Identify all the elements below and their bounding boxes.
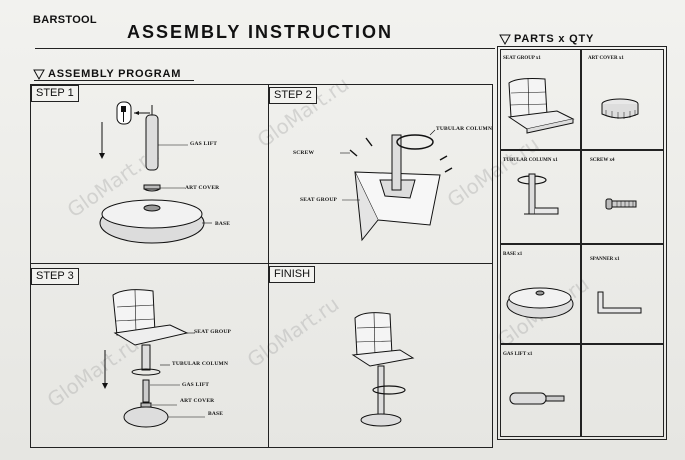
step-1-drawing	[99, 101, 212, 244]
part-cell-empty	[581, 344, 664, 437]
part-cell-spanner	[581, 244, 664, 344]
art-cover-picture	[601, 98, 639, 119]
part-label-base: BASE x1	[503, 252, 523, 257]
finish-drawing	[351, 312, 415, 427]
part-cell-screw	[581, 150, 664, 244]
part-cell-art-cover	[581, 49, 664, 150]
seat-group-picture	[507, 77, 575, 134]
part-cell-gas-lift	[500, 344, 581, 437]
part-cell-seat-group	[500, 49, 581, 150]
divider-vertical	[268, 84, 269, 448]
brand-label: BARSTOOL	[33, 14, 97, 26]
step-3-drawing	[102, 289, 205, 428]
step-1-label: STEP 1	[31, 85, 79, 102]
part-cell-tubular-column	[500, 150, 581, 244]
part-label-spanner: SPANNER x1	[590, 257, 620, 262]
step3-art-cover-label: ART COVER	[180, 398, 215, 404]
heading-underline	[34, 80, 194, 81]
assembly-program-label: ASSEMBLY PROGRAM	[48, 68, 182, 80]
step1-gas-lift-label: GAS LIFT	[190, 141, 218, 147]
step3-gas-lift-label: GAS LIFT	[182, 382, 210, 388]
tubular-column-picture	[517, 173, 559, 215]
step-2-drawing	[340, 129, 453, 242]
step1-art-cover-label: ART COVER	[185, 185, 220, 191]
step2-seat-group-label: SEAT GROUP	[300, 197, 338, 203]
assembly-program-frame	[30, 84, 493, 448]
step-3-label: STEP 3	[31, 268, 79, 285]
page-title: ASSEMBLY INSTRUCTION	[126, 22, 394, 42]
title-underline	[35, 48, 495, 49]
triangle-down-icon	[499, 34, 511, 45]
triangle-down-icon	[33, 69, 45, 80]
part-label-seat-group: SEAT GROUP x1	[503, 56, 541, 61]
step2-tubular-column-label: TUBULAR COLUMN	[436, 126, 493, 132]
assembly-program-heading: ASSEMBLY PROGRAM	[33, 68, 182, 80]
step2-screw-label: SCREW	[293, 150, 315, 156]
part-label-tubular-column: TUBULAR COLUMN x1	[503, 158, 558, 163]
part-label-screw: SCREW x4	[590, 158, 615, 163]
step-2-label: STEP 2	[269, 87, 317, 104]
parts-frame	[497, 46, 667, 440]
step3-tubular-column-label: TUBULAR COLUMN	[172, 361, 229, 367]
step1-base-label: BASE	[215, 221, 231, 227]
part-cell-base	[500, 244, 581, 344]
parts-heading-label: PARTS x QTY	[514, 33, 595, 45]
base-picture	[506, 287, 574, 319]
part-label-art-cover: ART COVER x1	[588, 56, 624, 61]
parts-heading: PARTS x QTY	[499, 33, 595, 45]
step3-base-label: BASE	[208, 411, 224, 417]
step3-seat-group-label: SEAT GROUP	[194, 329, 232, 335]
screw-picture	[605, 198, 637, 210]
finish-label: FINISH	[269, 266, 316, 283]
part-label-gas-lift: GAS LIFT x1	[503, 352, 533, 357]
divider-horizontal	[30, 263, 493, 264]
gas-lift-picture	[509, 392, 565, 405]
spanner-picture	[597, 291, 642, 314]
